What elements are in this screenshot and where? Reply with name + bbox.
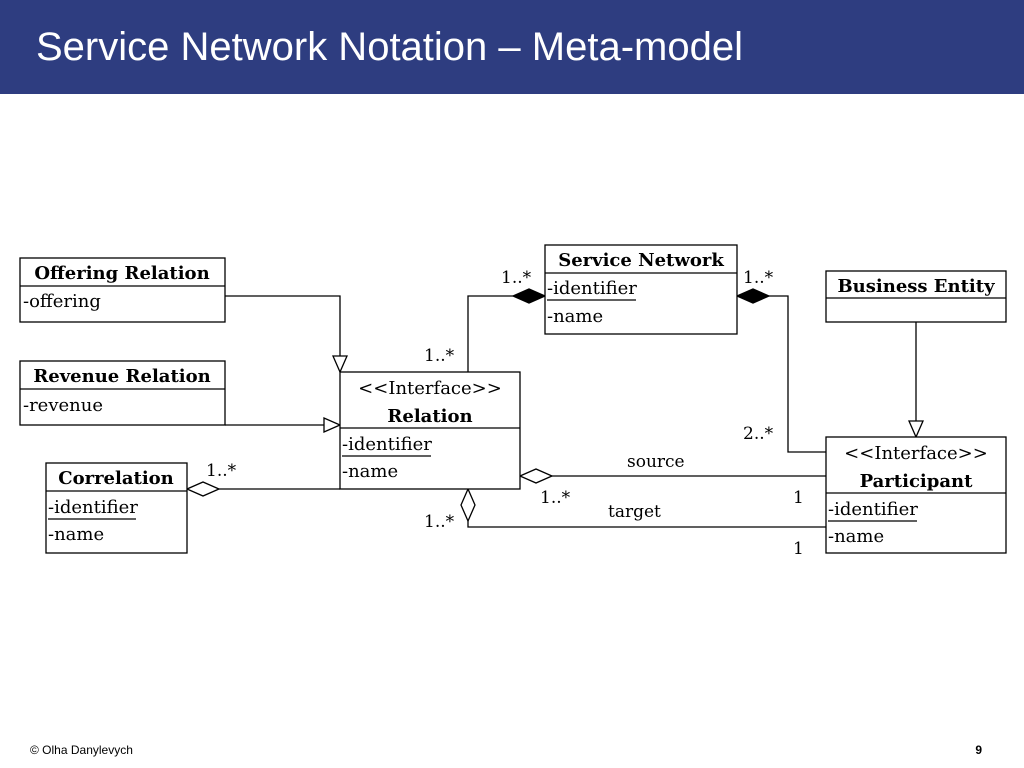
sn-relation-composition-diamond xyxy=(511,288,547,304)
service-network-attr-identifier: -identifier xyxy=(547,278,637,299)
participant-attr-name: -name xyxy=(828,526,884,547)
business-entity-class-name: Business Entity xyxy=(837,276,995,297)
relation-stereotype: <<Interface>> xyxy=(358,378,502,399)
source-role-label: source xyxy=(627,452,685,472)
service-network-class-box xyxy=(544,244,738,335)
correlation-class-box xyxy=(45,462,188,554)
offering-relation-class-name: Offering Relation xyxy=(34,263,209,284)
correlation-multiplicity: 1..* xyxy=(206,461,237,481)
sn-participant-multiplicity-sn: 1..* xyxy=(743,268,774,288)
business-entity-class-box xyxy=(825,270,1007,323)
revenue-relation-attr-revenue: -revenue xyxy=(23,395,103,416)
revenue-relation-class-name: Revenue Relation xyxy=(33,366,210,387)
sn-participant-composition-diamond xyxy=(735,288,771,304)
footer-copyright: © Olha Danylevych xyxy=(30,743,133,757)
revenue-generalization-arrowhead xyxy=(323,417,342,433)
service-network-attr-name: -name xyxy=(547,306,603,327)
target-association-line xyxy=(467,521,826,528)
target-aggregation-diamond xyxy=(460,487,476,523)
relation-class-box xyxy=(339,371,521,490)
participant-attr-identifier: -identifier xyxy=(828,499,918,520)
offering-relation-attr-offering: -offering xyxy=(23,291,101,312)
target-multiplicity-relation: 1..* xyxy=(424,512,455,532)
relation-class-name: Relation xyxy=(387,406,472,427)
page-number: 9 xyxy=(975,743,982,757)
target-multiplicity-participant: 1 xyxy=(793,539,804,559)
sn-participant-multiplicity-participant: 2..* xyxy=(743,424,774,444)
sn-relation-multiplicity-relation: 1..* xyxy=(424,346,455,366)
correlation-attr-identifier: -identifier xyxy=(48,497,138,518)
sn-relation-composition-line xyxy=(467,295,513,372)
service-network-class-name: Service Network xyxy=(558,250,724,271)
revenue-relation-class-box xyxy=(19,360,226,426)
participant-stereotype: <<Interface>> xyxy=(844,443,988,464)
source-aggregation-diamond xyxy=(518,468,554,484)
sn-relation-multiplicity-sn: 1..* xyxy=(501,268,532,288)
offering-generalization-line xyxy=(225,295,341,356)
relation-attr-identifier: -identifier xyxy=(342,434,432,455)
correlation-class-name: Correlation xyxy=(58,468,174,489)
sn-participant-composition-line xyxy=(769,295,826,453)
business-entity-generalization-arrowhead xyxy=(908,420,924,439)
offering-generalization-arrowhead xyxy=(332,355,348,374)
relation-attr-name: -name xyxy=(342,461,398,482)
source-multiplicity-participant: 1 xyxy=(793,488,804,508)
target-role-label: target xyxy=(608,502,661,522)
offering-relation-class-box xyxy=(19,257,226,323)
correlation-aggregation-diamond xyxy=(185,481,221,497)
slide-title: Service Network Notation – Meta-model xyxy=(36,25,743,69)
correlation-attr-name: -name xyxy=(48,524,104,545)
participant-class-box xyxy=(825,436,1007,554)
title-bar: Service Network Notation – Meta-model xyxy=(0,0,1024,94)
participant-class-name: Participant xyxy=(860,471,973,492)
source-multiplicity-relation: 1..* xyxy=(540,488,571,508)
